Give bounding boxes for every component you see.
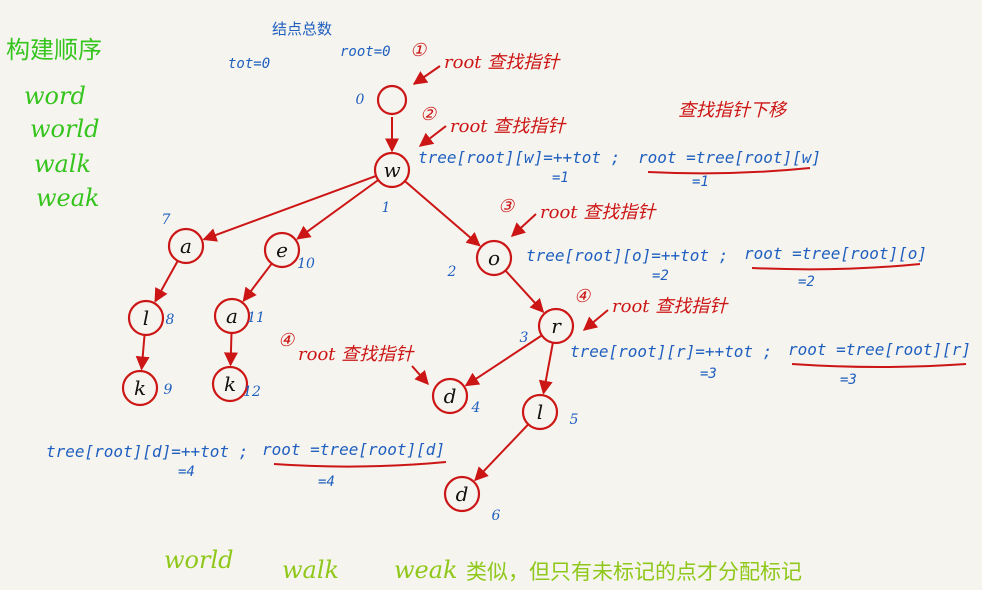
root-pointer-note-2: root 查找指针 xyxy=(450,116,566,137)
node-k xyxy=(121,369,159,407)
edge-r-d1 xyxy=(464,334,543,387)
node-index-w: 1 xyxy=(382,200,391,216)
node-label-l: l xyxy=(143,306,149,330)
total-nodes-note: 结点总数 xyxy=(272,20,333,38)
edge-l2-d2 xyxy=(474,423,530,482)
node-w xyxy=(373,151,411,189)
formula-1-result: =1 xyxy=(552,170,569,186)
node-label-l2: l xyxy=(537,400,543,424)
node-label-e: e xyxy=(276,238,288,262)
node-label-a2: a xyxy=(226,304,238,328)
formula-3-result: =3 xyxy=(700,366,717,382)
node-d2 xyxy=(443,475,481,513)
pointer-arrow-4 xyxy=(582,309,609,331)
edge-w-e xyxy=(296,179,379,240)
build-order-word-2: world xyxy=(30,115,100,143)
node-d1 xyxy=(431,377,469,415)
formula-2-update: root =tree[root][o] xyxy=(744,244,928,263)
edge-o-r xyxy=(504,269,545,313)
node-root xyxy=(376,84,408,116)
footer-note: 类似，但只有未标记的点才分配标记 xyxy=(466,560,802,584)
node-index-l: 8 xyxy=(166,312,175,328)
footer-word-2: walk xyxy=(282,556,340,584)
node-index-a: 7 xyxy=(162,212,171,228)
step-marker-4: ④ xyxy=(574,286,591,307)
underline-4 xyxy=(273,461,447,468)
formula-1-assign: tree[root][w]=++tot ; xyxy=(418,148,621,167)
node-label-o: o xyxy=(488,246,500,270)
formula-4-update-result: =4 xyxy=(318,474,335,490)
node-label-d2: d xyxy=(456,482,469,506)
step-marker-5: ④ xyxy=(278,330,295,351)
node-l xyxy=(127,299,165,337)
build-order-title: 构建顺序 xyxy=(6,36,102,64)
pointer-arrow-3 xyxy=(510,213,537,237)
node-index-k2: 12 xyxy=(243,384,261,400)
formula-2-update-result: =2 xyxy=(798,274,815,290)
node-index-r: 3 xyxy=(520,330,529,346)
node-label-a: a xyxy=(180,234,192,258)
node-r xyxy=(537,307,575,345)
footer-word-1: world xyxy=(164,546,234,574)
build-order-word-4: weak xyxy=(36,184,100,212)
underline-2 xyxy=(751,263,921,271)
footer-word-3: weak xyxy=(394,556,458,584)
node-index-e: 10 xyxy=(297,256,315,272)
node-index-d2: 6 xyxy=(492,508,501,524)
node-k2 xyxy=(211,365,249,403)
underline-1 xyxy=(647,167,811,175)
formula-4-assign: tree[root][d]=++tot ; xyxy=(46,442,249,461)
formula-4-result: =4 xyxy=(178,464,195,480)
root-counter: root=0 xyxy=(340,44,391,60)
node-label-k: k xyxy=(134,376,146,400)
root-pointer-note-1: root 查找指针 xyxy=(444,52,560,73)
pointer-down-note: 查找指针下移 xyxy=(678,100,786,121)
pointer-arrow-2 xyxy=(418,125,447,147)
node-a2 xyxy=(213,297,251,335)
edge-e-a2 xyxy=(242,262,273,302)
formula-1-update-result: =1 xyxy=(692,174,709,190)
formula-3-assign: tree[root][r]=++tot ; xyxy=(570,342,773,361)
edge-w-o xyxy=(404,180,481,247)
node-index-l2: 5 xyxy=(570,412,579,428)
edge-l-k xyxy=(135,334,150,371)
node-label-k2: k xyxy=(224,372,236,396)
node-a xyxy=(167,227,205,265)
node-l2 xyxy=(521,393,559,431)
edge-a-l xyxy=(154,260,179,303)
root-pointer-note-5: root 查找指针 xyxy=(298,344,414,365)
step-marker-3: ③ xyxy=(498,196,515,217)
node-index-d1: 4 xyxy=(471,400,481,416)
step-marker-1: ① xyxy=(410,40,427,61)
pointer-arrow-1 xyxy=(412,65,441,85)
edge-a2-k2 xyxy=(223,332,238,367)
edge-w-a xyxy=(202,174,377,242)
root-pointer-note-3: root 查找指针 xyxy=(540,202,656,223)
underline-3 xyxy=(791,363,967,368)
root-pointer-note-4: root 查找指针 xyxy=(612,296,728,317)
formula-4-update: root =tree[root][d] xyxy=(262,440,446,459)
formula-1-update: root =tree[root][w] xyxy=(638,148,822,167)
node-index-a2: 11 xyxy=(247,310,265,326)
formula-2-result: =2 xyxy=(652,268,669,284)
node-index-o: 2 xyxy=(447,264,457,280)
tot-counter: tot=0 xyxy=(228,56,271,72)
node-label-d1: d xyxy=(444,384,457,408)
node-o xyxy=(475,239,513,277)
node-e xyxy=(263,231,301,269)
pointer-arrow-5 xyxy=(411,365,429,386)
formula-2-assign: tree[root][o]=++tot ; xyxy=(526,246,729,265)
formula-3-update: root =tree[root][r] xyxy=(788,340,972,359)
node-index-k: 9 xyxy=(164,382,173,398)
node-index-root: 0 xyxy=(356,92,365,108)
build-order-word-1: word xyxy=(24,82,86,110)
node-label-r: r xyxy=(551,314,562,338)
step-marker-2: ② xyxy=(420,104,437,125)
build-order-word-3: walk xyxy=(34,150,92,178)
formula-3-update-result: =3 xyxy=(840,372,857,388)
node-label-w: w xyxy=(383,158,400,182)
edge-r-l2 xyxy=(538,342,554,395)
